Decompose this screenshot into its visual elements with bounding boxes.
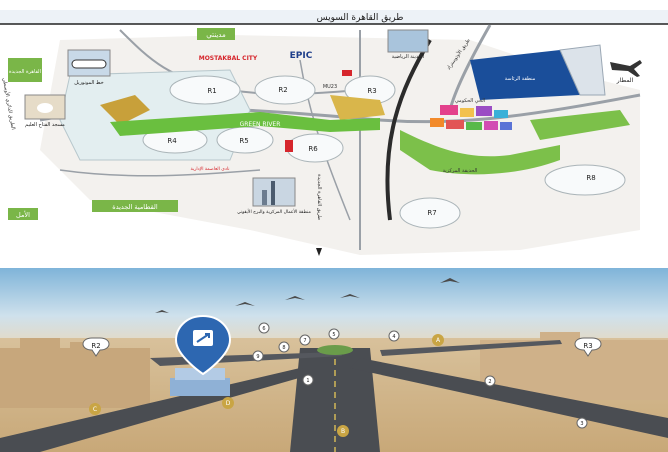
district-r6: R6 (308, 145, 318, 153)
project-location-pin-icon (174, 314, 232, 376)
gov-district-cluster (430, 105, 512, 130)
marker-9: 9 (256, 354, 259, 360)
mosque-label: مسجد الفتاح العليم (25, 122, 65, 128)
road-network-photo (0, 340, 668, 452)
madinaty-label: مدينتي (206, 31, 226, 39)
green-east (530, 110, 630, 140)
monorail-thumbnail (67, 49, 111, 77)
numbered-markers: 1 2 3 4 5 6 7 8 9 (252, 322, 588, 429)
arrow-down-icon (316, 248, 322, 256)
district-r5: R5 (239, 137, 248, 145)
green-river-label: GREEN RIVER (240, 121, 281, 128)
district-r1: R1 (207, 87, 216, 95)
marker-2: 2 (488, 379, 491, 385)
building-cluster-left (0, 338, 150, 408)
gov-district-label: الحي الحكومي (455, 98, 485, 104)
road-marker-a: A (436, 337, 441, 344)
admin-capital-label: نادي العاصمة الإدارية (191, 167, 230, 172)
qattamiya-tag (92, 200, 178, 212)
road-marker-c: C (93, 406, 97, 413)
marker-5: 5 (332, 332, 335, 338)
region-marker-r2: R2 (82, 337, 110, 357)
business-label: منطقة الأعمال المركزية والبرج الأيقوني (237, 208, 311, 215)
aerial-photo: R2 R3 A B C D 1 2 3 4 5 (0, 268, 668, 452)
suez-road-label: طريق القاهرة السويس (317, 13, 404, 23)
roundabout (317, 345, 353, 355)
industrial-patch-center (330, 95, 385, 120)
marker-3: 3 (580, 421, 583, 427)
gov-zone-outline (559, 44, 606, 96)
red-block-1 (342, 70, 352, 76)
qattamiya-label: القطامية الجديدة (112, 203, 158, 211)
amal-tag (8, 208, 38, 220)
mu23-label: MU23 (323, 84, 337, 90)
region-label-r2: R2 (91, 342, 100, 350)
admin-road-label: طريق القاهرة الجديدة (316, 174, 322, 220)
birds (155, 278, 460, 313)
red-block-2 (285, 140, 293, 152)
central-park-label: الحديقة المركزية (443, 168, 478, 174)
district-r8: R8 (586, 174, 595, 182)
epic-brand: EPIC (290, 51, 313, 61)
region-marker-r3: R3 (574, 337, 602, 357)
marker-1: 1 (306, 378, 309, 384)
district-r3: R3 (367, 87, 376, 95)
airport-label: المطار (616, 77, 634, 84)
industrial-patch-west (100, 95, 150, 125)
marker-6: 6 (262, 326, 265, 332)
sports-city-label: المدينة الرياضية (392, 54, 425, 60)
green-river-band (110, 112, 380, 136)
master-plan-map: طريق القاهرة السويس (0, 10, 668, 256)
marker-8: 8 (282, 345, 285, 351)
presidential-label: منطقة الرئاسة (505, 76, 536, 82)
project-building (170, 368, 230, 396)
road-marker-d: D (226, 400, 231, 407)
business-thumbnail (252, 177, 296, 207)
gov-blue-zone (470, 50, 580, 100)
new-cairo-tag (8, 58, 42, 82)
new-cairo-label: القاهرة الجديدة (9, 69, 41, 75)
district-labels: R1 R2 R3 R4 R5 R6 R7 R8 (167, 86, 595, 217)
road-marker-b: B (341, 428, 345, 435)
sports-city-thumbnail (387, 29, 429, 53)
mostakbal-brand: MOSTAKBAL CITY (199, 55, 258, 62)
mosque-thumbnail (24, 94, 66, 120)
suez-road-banner (0, 10, 668, 24)
district-ovals (142, 75, 626, 229)
airplane-icon (610, 60, 642, 77)
central-park (400, 130, 560, 175)
monorail-label: خط المونوريل (74, 80, 103, 86)
amal-label: الأمل (16, 210, 30, 219)
district-r7: R7 (427, 209, 436, 217)
marker-7: 7 (303, 338, 306, 344)
marker-4: 4 (392, 334, 395, 340)
road-markers: A B C D (89, 334, 444, 437)
district-r4: R4 (167, 137, 177, 145)
region-label-r3: R3 (583, 342, 592, 350)
madinaty-tag (197, 28, 235, 40)
district-r2: R2 (278, 86, 287, 94)
